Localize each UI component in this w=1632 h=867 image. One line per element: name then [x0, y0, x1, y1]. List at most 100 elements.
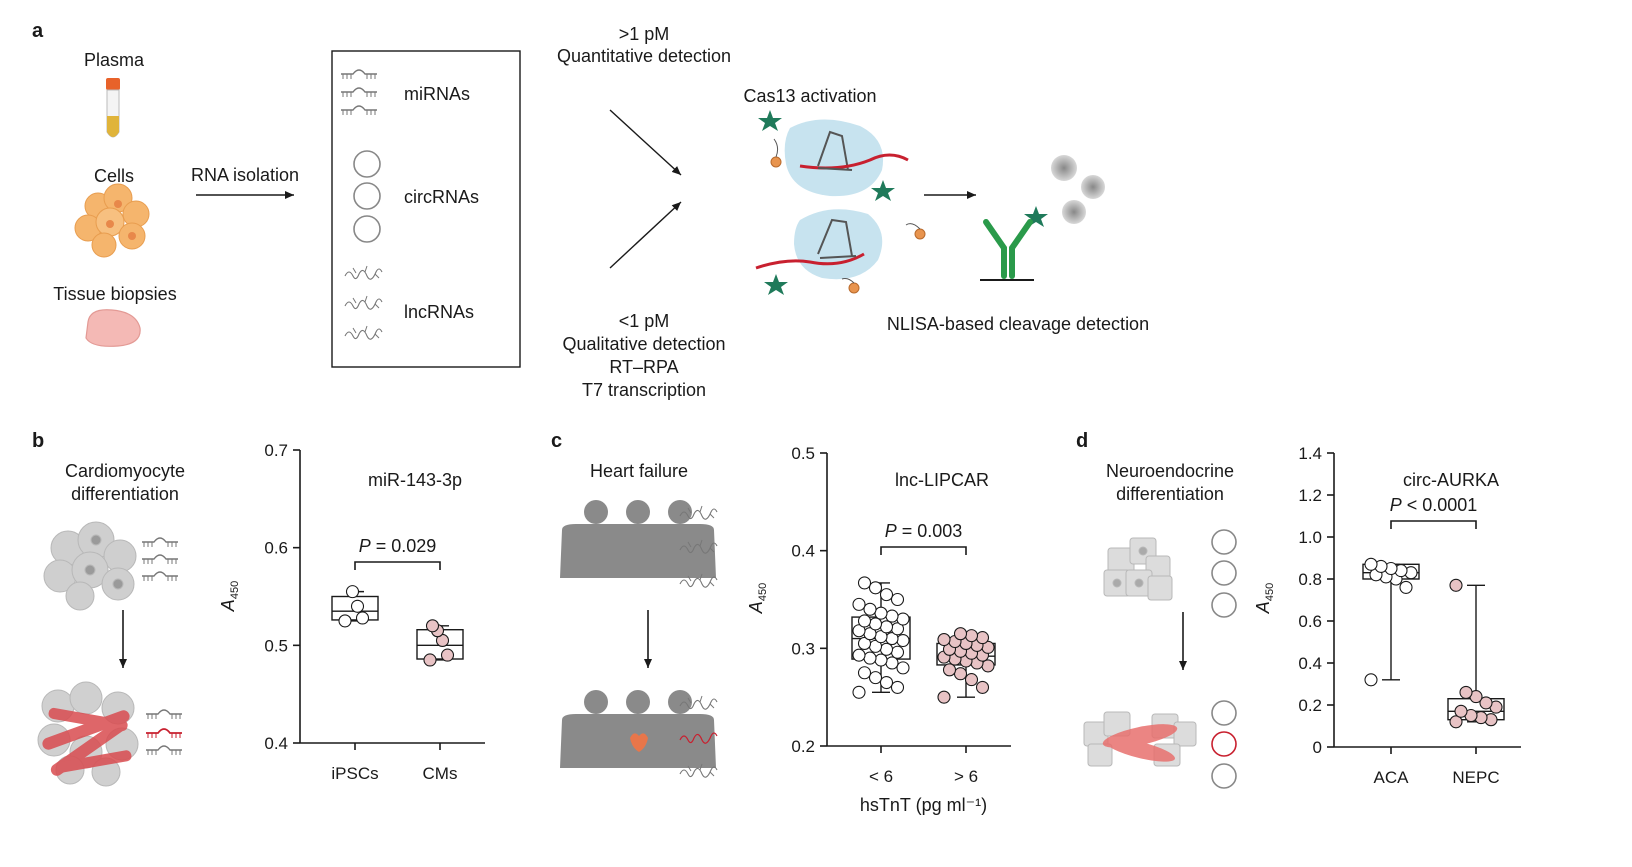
mirna-label: miRNAs [404, 84, 470, 104]
cardio-title-line2: differentiation [71, 484, 179, 504]
data-point [981, 659, 995, 673]
y-tick-label: 0.4 [264, 734, 288, 753]
data-point [425, 619, 440, 633]
lncrna-icon [344, 265, 383, 340]
source-cells-label: Cells [93, 166, 135, 186]
data-point [852, 648, 866, 662]
y-tick-label: 0.4 [791, 542, 815, 561]
x-tick-label: ACA [1374, 768, 1410, 787]
cas13-complex-icon [755, 119, 909, 280]
antibody-icon [983, 219, 1033, 279]
y-axis-label: A450 [746, 583, 769, 614]
circrna-highlight-icon [1211, 700, 1237, 789]
y-tick-label: 0.6 [1298, 612, 1322, 631]
data-point [852, 624, 866, 638]
mirna-icon [340, 69, 378, 116]
x-axis-label: hsTnT (pg ml⁻¹) [860, 795, 987, 815]
neuro-title-line2: differentiation [1116, 484, 1224, 504]
panel-label-a: a [32, 20, 44, 42]
data-point [896, 661, 910, 675]
patient-group-icon [560, 500, 716, 578]
upper-path-line1: >1 pM [618, 24, 670, 44]
data-point [857, 636, 872, 651]
y-tick-label: 0.5 [791, 444, 815, 463]
data-point [885, 609, 899, 623]
p-value-label: P = 0.003 [885, 521, 963, 541]
data-point [879, 675, 894, 690]
panel-label-b: b [32, 430, 45, 452]
y-tick-label: 0.4 [1298, 654, 1322, 673]
data-point [874, 653, 888, 667]
cells-cluster-icon [74, 183, 150, 258]
nlisa-label: NLISA-based cleavage detection [886, 314, 1150, 334]
data-point [857, 576, 872, 590]
data-point [1364, 557, 1378, 571]
significance-bracket [354, 561, 441, 570]
data-point [975, 631, 990, 645]
lower-path-line3: RT–RPA [609, 357, 679, 377]
y-axis-label: A450 [218, 581, 241, 612]
neuro-title-line1: Neuroendocrine [1105, 461, 1235, 481]
rna-types-box [331, 50, 521, 368]
significance-bracket [1390, 520, 1477, 529]
data-point [879, 642, 894, 656]
y-tick-label: 0 [1313, 738, 1322, 757]
rna-isolation-label: RNA isolation [190, 165, 300, 185]
y-tick-label: 0.7 [264, 441, 288, 460]
cardio-title-line1: Cardiomyocyte [64, 461, 186, 481]
data-point [345, 585, 360, 599]
data-point [857, 614, 872, 628]
data-point [868, 671, 883, 685]
chart-title: lnc-LIPCAR [895, 470, 989, 490]
circrna-small-icon [1211, 529, 1237, 618]
data-point [896, 633, 910, 648]
data-point [874, 606, 888, 620]
data-point [890, 680, 905, 694]
data-point [1479, 696, 1493, 710]
plasma-tube-icon [106, 78, 120, 138]
y-tick-label: 0.8 [1298, 570, 1322, 589]
y-tick-label: 0.3 [791, 639, 815, 658]
circrna-label: circRNAs [404, 187, 479, 207]
p-value-label: P < 0.0001 [1390, 495, 1478, 515]
data-point [1364, 673, 1378, 687]
data-point [868, 581, 883, 595]
data-point [937, 690, 951, 704]
data-point [942, 663, 957, 677]
x-tick-label: < 6 [869, 767, 893, 786]
data-point [857, 666, 872, 680]
mirna-small-icon [141, 537, 179, 548]
lower-path-line1: <1 pM [618, 311, 670, 331]
data-point [1449, 578, 1463, 592]
mirna-highlight-icon [146, 728, 182, 738]
lower-path-line4: T7 transcription [581, 380, 707, 400]
data-point [355, 611, 370, 625]
data-point [964, 629, 979, 643]
cardiomyocyte-cluster-icon [37, 681, 139, 787]
data-point [890, 592, 905, 607]
data-point [953, 667, 968, 681]
lncrna-highlight-icon [679, 732, 718, 744]
data-point [338, 614, 352, 628]
data-point [879, 620, 894, 634]
x-tick-label: iPSCs [331, 764, 378, 783]
chart-title: circ-AURKA [1403, 470, 1499, 490]
data-point [885, 656, 899, 670]
upper-path-line2: Quantitative detection [556, 46, 732, 66]
data-point [423, 653, 437, 667]
data-point [440, 648, 455, 662]
upper-path-arrow [609, 109, 682, 176]
data-point [350, 599, 365, 613]
aca-cell-cluster-icon [1103, 537, 1173, 601]
data-point [1449, 715, 1463, 729]
source-tissue-label: Tissue biopsies [53, 284, 177, 304]
lncrna-label: lncRNAs [404, 302, 475, 322]
y-axis-label: A450 [1253, 583, 1276, 614]
p-value-label: P = 0.029 [359, 536, 437, 556]
x-tick-label: > 6 [954, 767, 978, 786]
data-point [953, 627, 968, 641]
circrna-icon [353, 150, 381, 243]
nepc-cell-cluster-icon [1083, 711, 1197, 767]
